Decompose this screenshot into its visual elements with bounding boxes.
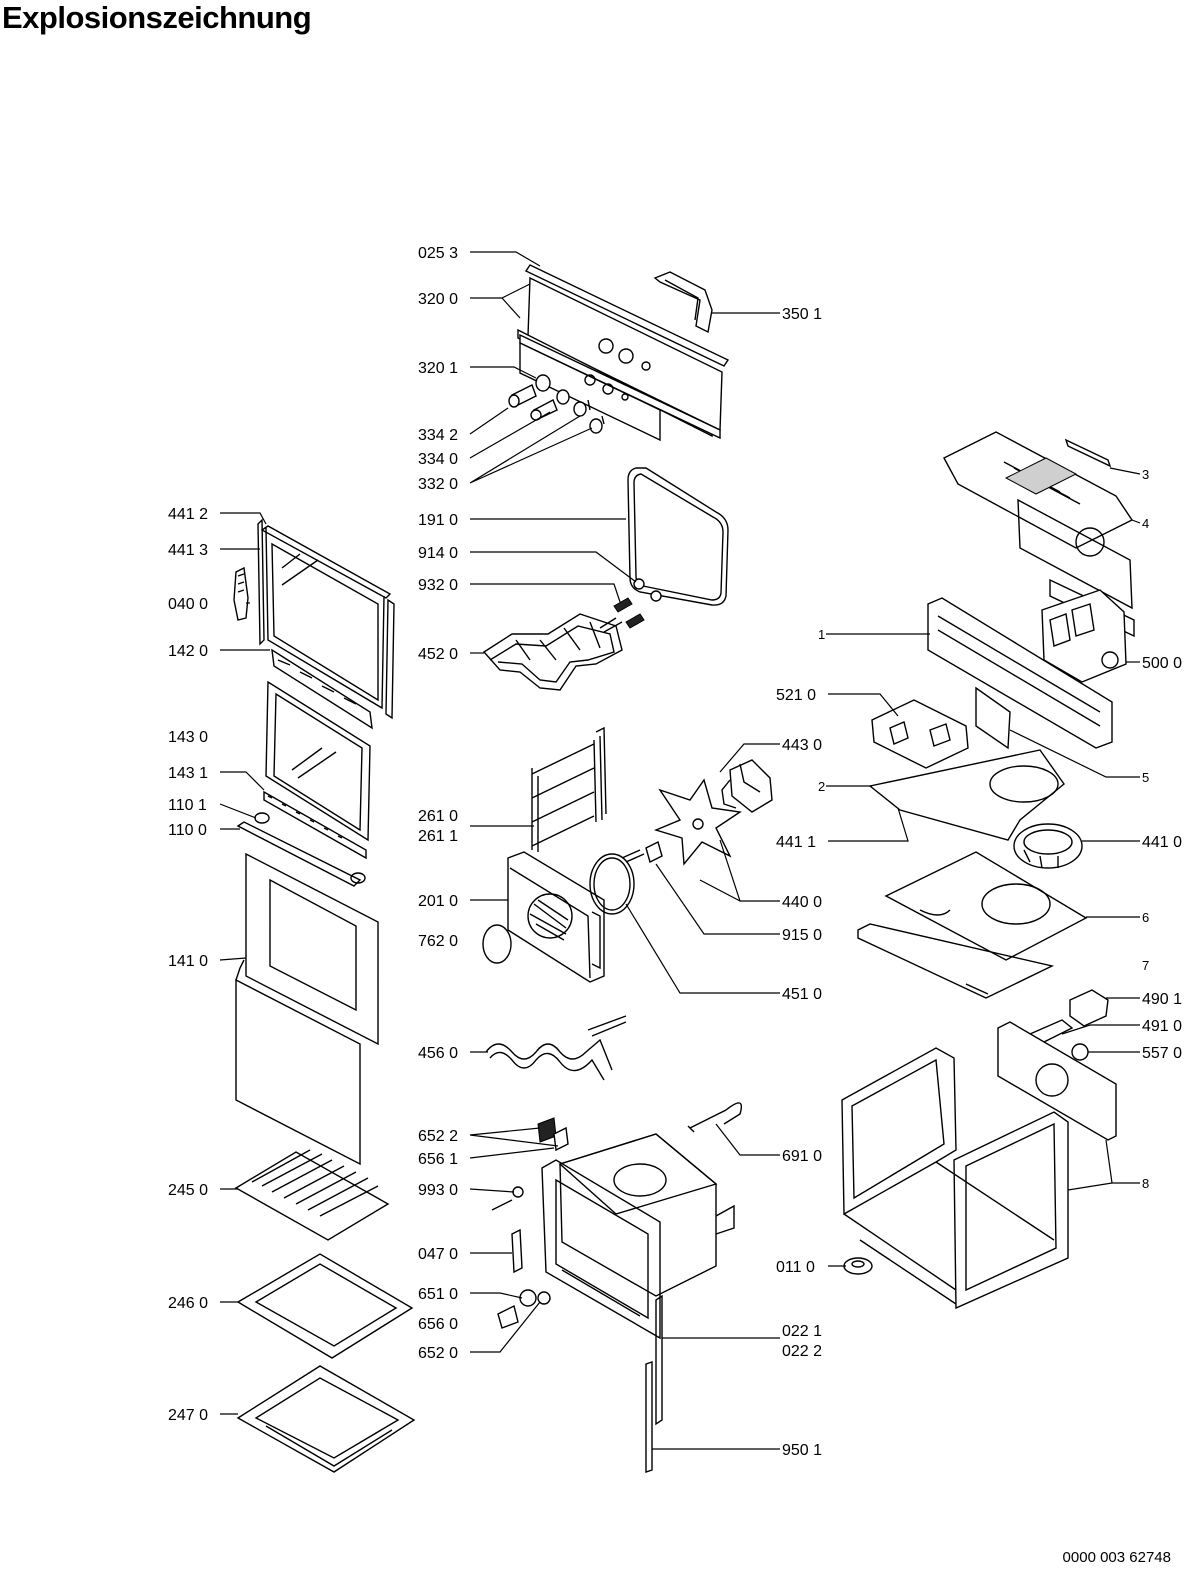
part-cover-disc (482, 924, 512, 964)
callout-656-0: 656 0 (418, 1316, 458, 1333)
callout-491-0: 491 0 (1142, 1018, 1182, 1035)
callout-047-0: 047 0 (418, 1246, 458, 1263)
callout-246-0: 246 0 (168, 1295, 208, 1312)
callout-914-0: 914 0 (418, 545, 458, 562)
part-glass-holder-strip (263, 790, 367, 860)
callout-191-0: 191 0 (418, 512, 458, 529)
callout-500-0: 500 0 (1142, 655, 1182, 672)
callout-245-0: 245 0 (168, 1182, 208, 1199)
part-electronic-module (871, 699, 969, 769)
part-fan-motor (721, 759, 773, 813)
callout-022-2: 022 2 (782, 1343, 822, 1360)
part-baking-tray (236, 1253, 414, 1359)
callout-5: 5 (1142, 770, 1149, 785)
callout-1: 1 (818, 627, 825, 642)
part-ring-heater (589, 849, 645, 915)
callout-451-0: 451 0 (782, 986, 822, 1003)
callout-456-0: 456 0 (418, 1045, 458, 1062)
part-fascia-panel (519, 333, 721, 442)
callout-6: 6 (1142, 910, 1149, 925)
callout-040-0: 040 0 (168, 596, 208, 613)
part-duct-base-7 (857, 923, 1055, 999)
callout-261-1: 261 1 (418, 828, 458, 845)
callout-110-0: 110 0 (168, 822, 207, 839)
callout-691-0: 691 0 (782, 1148, 822, 1165)
callout-011-0: 011 0 (776, 1259, 815, 1276)
part-grill-element (482, 578, 662, 691)
callout-022-1: 022 1 (782, 1323, 822, 1340)
callout-651-0: 651 0 (418, 1286, 458, 1303)
callout-2: 2 (818, 779, 825, 794)
part-door-outer-frame (257, 518, 395, 730)
callout-350-1: 350 1 (782, 306, 822, 323)
part-top-trim-strip (524, 264, 730, 367)
callout-441-0: 441 0 (1142, 834, 1182, 851)
document-number: 0000 003 62748 (1062, 1549, 1171, 1566)
part-door-handle-clip (233, 566, 249, 621)
callout-762-0: 762 0 (418, 933, 458, 950)
part-cover-plate-5 (975, 686, 1011, 750)
callout-441-2: 441 2 (168, 506, 208, 523)
callout-332-0: 332 0 (418, 476, 458, 493)
callout-441-1: 441 1 (776, 834, 816, 851)
part-inner-glass (265, 680, 371, 842)
part-door-seal (627, 467, 729, 606)
callout-652-2: 652 2 (418, 1128, 458, 1145)
callout-4: 4 (1142, 516, 1149, 531)
part-oven-cavity (541, 1133, 735, 1340)
callout-labels: 025 3 320 0 350 1 320 1 334 2 334 0 332 … (168, 245, 1182, 1459)
part-shelf-supports (531, 726, 607, 852)
callout-915-0: 915 0 (782, 927, 822, 944)
callout-440-0: 440 0 (782, 894, 822, 911)
part-control-housing (927, 597, 1113, 749)
leader-lines (219, 251, 1141, 1450)
callout-142-0: 142 0 (168, 643, 208, 660)
callout-452-0: 452 0 (418, 646, 458, 663)
part-lamp-and-switch (491, 1117, 569, 1329)
callout-993-0: 993 0 (418, 1182, 458, 1199)
part-sensor-691 (687, 1102, 743, 1133)
part-small-components (1028, 989, 1109, 1061)
callout-320-1: 320 1 (418, 360, 458, 377)
callout-441-3: 441 3 (168, 542, 208, 559)
callout-143-1: 143 1 (168, 765, 208, 782)
part-foot-011 (843, 1257, 873, 1275)
part-door-outer-glass (235, 852, 379, 1166)
callout-3: 3 (1142, 467, 1149, 482)
callout-7: 7 (1142, 958, 1149, 973)
part-hinge-and-trim (236, 812, 366, 887)
callout-8: 8 (1142, 1176, 1149, 1191)
part-deep-pan (236, 1365, 416, 1473)
callout-261-0: 261 0 (418, 808, 458, 825)
callout-950-1: 950 1 (782, 1442, 822, 1459)
callout-656-1: 656 1 (418, 1151, 458, 1168)
callout-025-3: 025 3 (418, 245, 458, 262)
part-bottom-heater (485, 1015, 627, 1081)
part-fan-wheel (645, 778, 742, 866)
callout-443-0: 443 0 (782, 737, 822, 754)
callout-334-2: 334 2 (418, 427, 458, 444)
part-cavity-seals (645, 1294, 663, 1473)
callout-141-0: 141 0 (168, 953, 208, 970)
part-display-bracket (653, 271, 713, 334)
callout-334-0: 334 0 (418, 451, 458, 468)
callout-201-0: 201 0 (418, 893, 458, 910)
callout-490-1: 490 1 (1142, 991, 1182, 1008)
part-fan-cover (507, 851, 605, 983)
part-rear-panel (997, 1021, 1117, 1141)
callout-143-0: 143 0 (168, 729, 208, 746)
part-duct-plate-6 (884, 851, 1088, 961)
callout-932-0: 932 0 (418, 577, 458, 594)
callout-320-0: 320 0 (418, 291, 458, 308)
part-air-duct-top (868, 749, 1065, 841)
page-title: Explosionszeichnung (2, 0, 312, 35)
part-cooling-fan (1013, 823, 1083, 869)
callout-247-0: 247 0 (168, 1407, 208, 1424)
callout-557-0: 557 0 (1142, 1045, 1182, 1062)
callout-521-0: 521 0 (776, 687, 816, 704)
part-wire-rack (234, 1149, 390, 1241)
callout-110-1: 110 1 (168, 797, 207, 814)
callout-652-0: 652 0 (418, 1345, 458, 1362)
